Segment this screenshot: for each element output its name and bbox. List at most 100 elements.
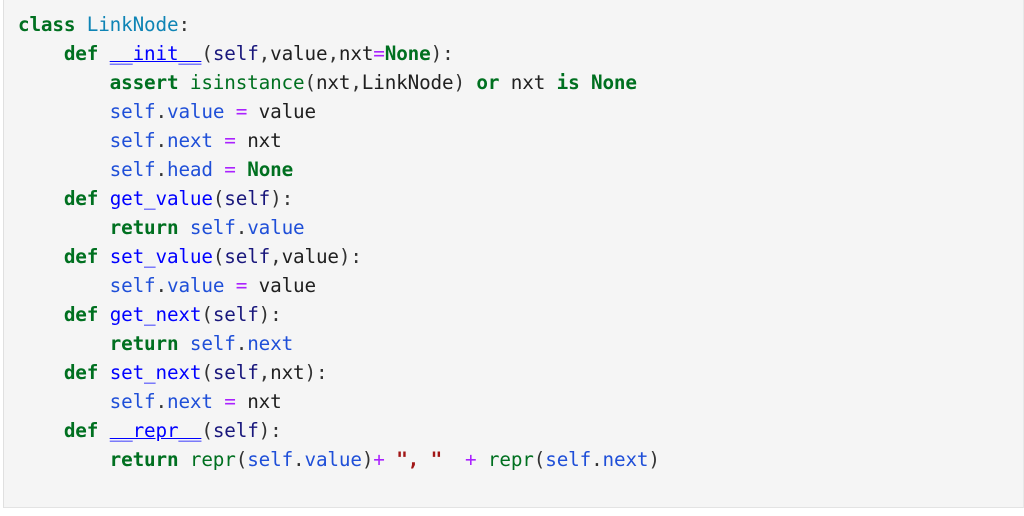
code-token: = <box>224 390 236 413</box>
code-token: self <box>212 303 259 326</box>
code-token: ( <box>212 245 225 268</box>
code-token: head <box>166 158 213 181</box>
code-line: self.head = None <box>18 158 294 181</box>
code-token <box>465 71 476 94</box>
code-token: : <box>315 361 328 384</box>
code-token: repr <box>487 448 534 471</box>
code-token: self <box>189 332 236 355</box>
code-token: ( <box>201 42 213 65</box>
code-token: ( <box>235 448 248 471</box>
code-block[interactable]: class LinkNode: def __init__(self,value,… <box>3 0 1024 508</box>
code-token: return <box>109 216 179 239</box>
code-line: self.value = value <box>18 274 316 297</box>
code-line: class LinkNode: <box>18 13 190 36</box>
code-token: + <box>373 448 385 471</box>
code-token: ", " <box>396 448 443 471</box>
code-token: isinstance <box>189 71 305 94</box>
code-token: self <box>224 187 271 210</box>
code-token <box>178 332 189 355</box>
code-token: , <box>258 42 271 65</box>
code-token <box>213 158 224 181</box>
code-token <box>98 42 109 65</box>
code-line: self.value = value <box>18 100 316 123</box>
code-token: ) <box>304 361 317 384</box>
code-token <box>178 216 189 239</box>
code-token: self <box>109 129 156 152</box>
code-token <box>213 390 224 413</box>
code-token: . <box>235 332 248 355</box>
code-token: ) <box>338 245 351 268</box>
code-token: . <box>155 158 168 181</box>
code-token: ) <box>258 303 271 326</box>
code-token: = <box>235 274 248 297</box>
code-token: self <box>212 42 259 65</box>
code-token: nxt <box>235 390 282 413</box>
code-token: None <box>247 158 294 181</box>
code-token <box>178 71 189 94</box>
code-token: self <box>224 245 271 268</box>
code-token: value <box>304 448 362 471</box>
code-token: set_value <box>109 245 213 268</box>
code-token: = <box>235 100 248 123</box>
code-token: self <box>189 216 236 239</box>
code-token: : <box>442 42 454 65</box>
code-token <box>98 419 109 442</box>
code-token: ( <box>212 187 225 210</box>
code-token: None <box>384 42 431 65</box>
code-token: value <box>247 100 316 123</box>
code-token <box>224 100 235 123</box>
code-token: nxt <box>270 361 305 384</box>
code-token: get_next <box>109 303 202 326</box>
code-token: = <box>224 129 236 152</box>
code-token: : <box>270 419 282 442</box>
code-token: value <box>281 245 339 268</box>
code-token: __init__ <box>109 42 202 65</box>
code-token: self <box>545 448 592 471</box>
code-token: value <box>247 216 305 239</box>
code-token: return <box>109 448 179 471</box>
code-token: is <box>556 71 580 94</box>
code-line: assert isinstance(nxt,LinkNode) or nxt i… <box>18 71 637 94</box>
code-token: . <box>155 100 168 123</box>
code-line: self.next = nxt <box>18 390 282 413</box>
code-token: value <box>270 42 328 65</box>
code-token: value <box>166 274 225 297</box>
code-line: def __init__(self,value,nxt=None): <box>18 42 454 65</box>
code-token: self <box>247 448 294 471</box>
code-token: class <box>18 13 76 36</box>
code-token <box>476 448 487 471</box>
code-token: next <box>166 390 213 413</box>
code-token: __repr__ <box>109 419 202 442</box>
code-token: ) <box>270 187 282 210</box>
code-token: ( <box>304 71 316 94</box>
code-token: ( <box>201 361 213 384</box>
code-token: nxt <box>315 71 351 94</box>
code-token: ) <box>258 419 271 442</box>
code-token: self <box>109 390 156 413</box>
code-token <box>98 245 109 268</box>
code-line: return self.next <box>18 332 294 355</box>
code-token: set_next <box>109 361 202 384</box>
code-token: def <box>63 42 99 65</box>
code-token <box>385 448 396 471</box>
code-token: def <box>63 419 99 442</box>
code-token: : <box>350 245 362 268</box>
code-token: . <box>293 448 305 471</box>
code-line: return repr(self.value)+ ", " + repr(sel… <box>18 448 660 471</box>
code-token: self <box>109 100 156 123</box>
code-token: nxt <box>338 42 374 65</box>
code-token: next <box>166 129 213 152</box>
code-token: value <box>247 274 316 297</box>
code-token: : <box>281 187 294 210</box>
code-token: , <box>258 361 271 384</box>
code-token <box>98 361 109 384</box>
code-token <box>75 13 86 36</box>
code-token <box>224 274 235 297</box>
code-token: return <box>109 332 179 355</box>
code-token: ) <box>430 42 443 65</box>
code-token <box>442 448 465 471</box>
code-token: next <box>247 332 294 355</box>
code-token <box>98 187 109 210</box>
python-source-code[interactable]: class LinkNode: def __init__(self,value,… <box>4 0 1023 474</box>
code-token: get_value <box>109 187 213 210</box>
